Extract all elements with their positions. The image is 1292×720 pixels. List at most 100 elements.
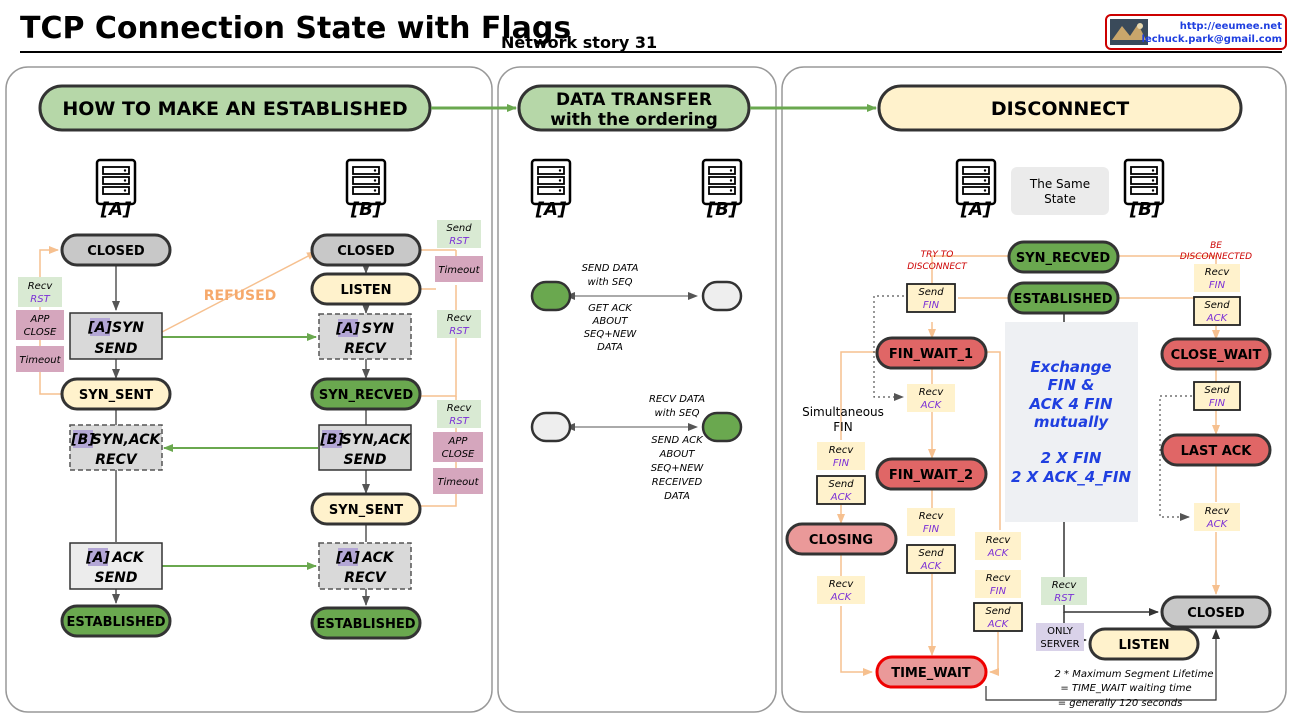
svg-text:[A]: [A] bbox=[335, 550, 360, 566]
svg-text:FIN: FIN bbox=[923, 300, 940, 311]
svg-text:CLOSED: CLOSED bbox=[87, 244, 145, 259]
svg-text:ACK: ACK bbox=[1206, 313, 1229, 324]
flag-send-fin bbox=[906, 283, 956, 313]
svg-text:SYN_RECVED: SYN_RECVED bbox=[1016, 251, 1111, 266]
svg-text:DISCONNECT: DISCONNECT bbox=[907, 262, 968, 272]
flag-recv-rst bbox=[437, 310, 481, 338]
svg-text:Timeout: Timeout bbox=[437, 477, 479, 488]
state-time-wait bbox=[875, 655, 988, 689]
state-b-listen bbox=[310, 272, 422, 306]
svg-text:APP: APP bbox=[448, 436, 469, 447]
svg-text:2 X ACK_4_FIN: 2 X ACK_4_FIN bbox=[1011, 468, 1131, 486]
step-a-syn-send bbox=[69, 312, 163, 360]
svg-text:Exchange: Exchange bbox=[1030, 358, 1111, 376]
svg-text:SEND: SEND bbox=[95, 341, 138, 357]
svg-text:SEND: SEND bbox=[95, 570, 138, 586]
host-b-label: [B] bbox=[1129, 199, 1161, 220]
svg-text:GET ACK: GET ACK bbox=[588, 303, 633, 314]
svg-text:ESTABLISHED: ESTABLISHED bbox=[316, 617, 415, 632]
credit-email[interactable]: lechuck.park@gmail.com bbox=[1142, 34, 1282, 45]
svg-text:RECV: RECV bbox=[344, 341, 387, 357]
svg-text:RECV: RECV bbox=[95, 452, 138, 468]
flag-recv-fin bbox=[817, 442, 865, 470]
svg-text:ABOUT: ABOUT bbox=[659, 449, 696, 460]
svg-text:RST: RST bbox=[449, 236, 469, 247]
flag-timeout bbox=[16, 346, 64, 372]
state-closed bbox=[1160, 595, 1272, 629]
flag-send-ack bbox=[973, 602, 1023, 632]
data-node-a bbox=[530, 411, 572, 443]
step-b-syn-recv bbox=[318, 313, 412, 360]
svg-text:[A]: [A] bbox=[335, 321, 360, 337]
svg-text:CLOSE_WAIT: CLOSE_WAIT bbox=[1171, 348, 1262, 363]
svg-text:SYN: SYN bbox=[112, 320, 144, 336]
exchange-note bbox=[1005, 322, 1138, 522]
credit-url[interactable]: http://eeumee.net bbox=[1180, 21, 1283, 32]
credit-box: http://eeumee.net lechuck.park@gmail.com bbox=[1105, 14, 1287, 50]
refused-label: REFUSED bbox=[204, 288, 277, 304]
svg-text:Recv: Recv bbox=[447, 403, 473, 414]
section-establish bbox=[38, 84, 432, 132]
svg-text:The Same: The Same bbox=[1029, 177, 1090, 191]
svg-text:Recv: Recv bbox=[919, 387, 945, 398]
svg-text:SEND DATA: SEND DATA bbox=[582, 263, 639, 274]
logo-icon bbox=[1110, 19, 1148, 45]
svg-text:APP: APP bbox=[30, 314, 51, 325]
svg-text:TRY TO: TRY TO bbox=[921, 250, 954, 260]
state-established bbox=[1007, 281, 1120, 315]
flag-recv-ack bbox=[975, 532, 1021, 560]
svg-text:FIN: FIN bbox=[833, 458, 850, 469]
svg-text:= TIME_WAIT waiting time: = TIME_WAIT waiting time bbox=[1060, 683, 1191, 694]
svg-text:FIN_WAIT_2: FIN_WAIT_2 bbox=[889, 468, 973, 483]
svg-text:RST: RST bbox=[449, 416, 469, 427]
svg-text:ESTABLISHED: ESTABLISHED bbox=[66, 615, 165, 630]
svg-text:Send: Send bbox=[446, 223, 472, 234]
step-a-ack-send bbox=[69, 542, 163, 590]
data-node-b bbox=[701, 280, 743, 312]
svg-text:ESTABLISHED: ESTABLISHED bbox=[1013, 292, 1112, 307]
page-title: TCP Connection State with Flags bbox=[20, 11, 571, 46]
server-icon bbox=[345, 158, 387, 206]
svg-text:Simultaneous: Simultaneous bbox=[802, 405, 884, 419]
svg-text:FIN &: FIN & bbox=[1048, 376, 1095, 394]
state-b-syn-sent bbox=[310, 492, 422, 526]
svg-text:DATA: DATA bbox=[597, 342, 623, 353]
flag-recv-rst bbox=[18, 277, 62, 307]
flag-app-close bbox=[433, 432, 483, 462]
flag-send-ack bbox=[1193, 296, 1241, 326]
svg-text:2 * Maximum Segment Lifetime: 2 * Maximum Segment Lifetime bbox=[1055, 669, 1214, 680]
svg-text:ACK: ACK bbox=[987, 548, 1010, 559]
svg-text:CLOSED: CLOSED bbox=[1187, 606, 1245, 621]
flag-recv-fin bbox=[975, 570, 1021, 598]
svg-text:RECV: RECV bbox=[344, 570, 387, 586]
server-icon bbox=[1123, 158, 1165, 206]
flag-recv-ack bbox=[907, 384, 955, 412]
svg-text:Send: Send bbox=[985, 606, 1011, 617]
page-subtitle: Network story 31 bbox=[501, 33, 657, 52]
svg-text:ONLY: ONLY bbox=[1047, 626, 1074, 637]
svg-text:ABOUT: ABOUT bbox=[592, 316, 629, 327]
flag-send-ack bbox=[906, 544, 956, 574]
server-icon bbox=[701, 158, 743, 206]
section-transfer-line2: with the ordering bbox=[550, 110, 718, 130]
svg-text:SYN_RECVED: SYN_RECVED bbox=[319, 388, 414, 403]
svg-text:CLOSING: CLOSING bbox=[809, 533, 873, 548]
flag-timeout bbox=[433, 468, 483, 494]
svg-text:Recv: Recv bbox=[1205, 267, 1231, 278]
flag-recv-fin bbox=[907, 508, 955, 536]
svg-text:FIN_WAIT_1: FIN_WAIT_1 bbox=[889, 347, 973, 362]
panel-transfer bbox=[497, 66, 777, 713]
flag-recv-ack bbox=[817, 576, 865, 604]
section-disconnect bbox=[877, 84, 1243, 132]
svg-text:Recv: Recv bbox=[1052, 580, 1078, 591]
svg-text:FIN: FIN bbox=[833, 420, 852, 434]
svg-text:SEQ+NEW: SEQ+NEW bbox=[651, 463, 705, 474]
same-state-note bbox=[1011, 167, 1109, 215]
state-syn-recved bbox=[1007, 240, 1120, 274]
svg-text:Send: Send bbox=[1204, 385, 1230, 396]
data-node-b-active bbox=[701, 411, 743, 443]
state-a-established bbox=[60, 604, 172, 638]
only-server-note bbox=[1036, 623, 1084, 651]
